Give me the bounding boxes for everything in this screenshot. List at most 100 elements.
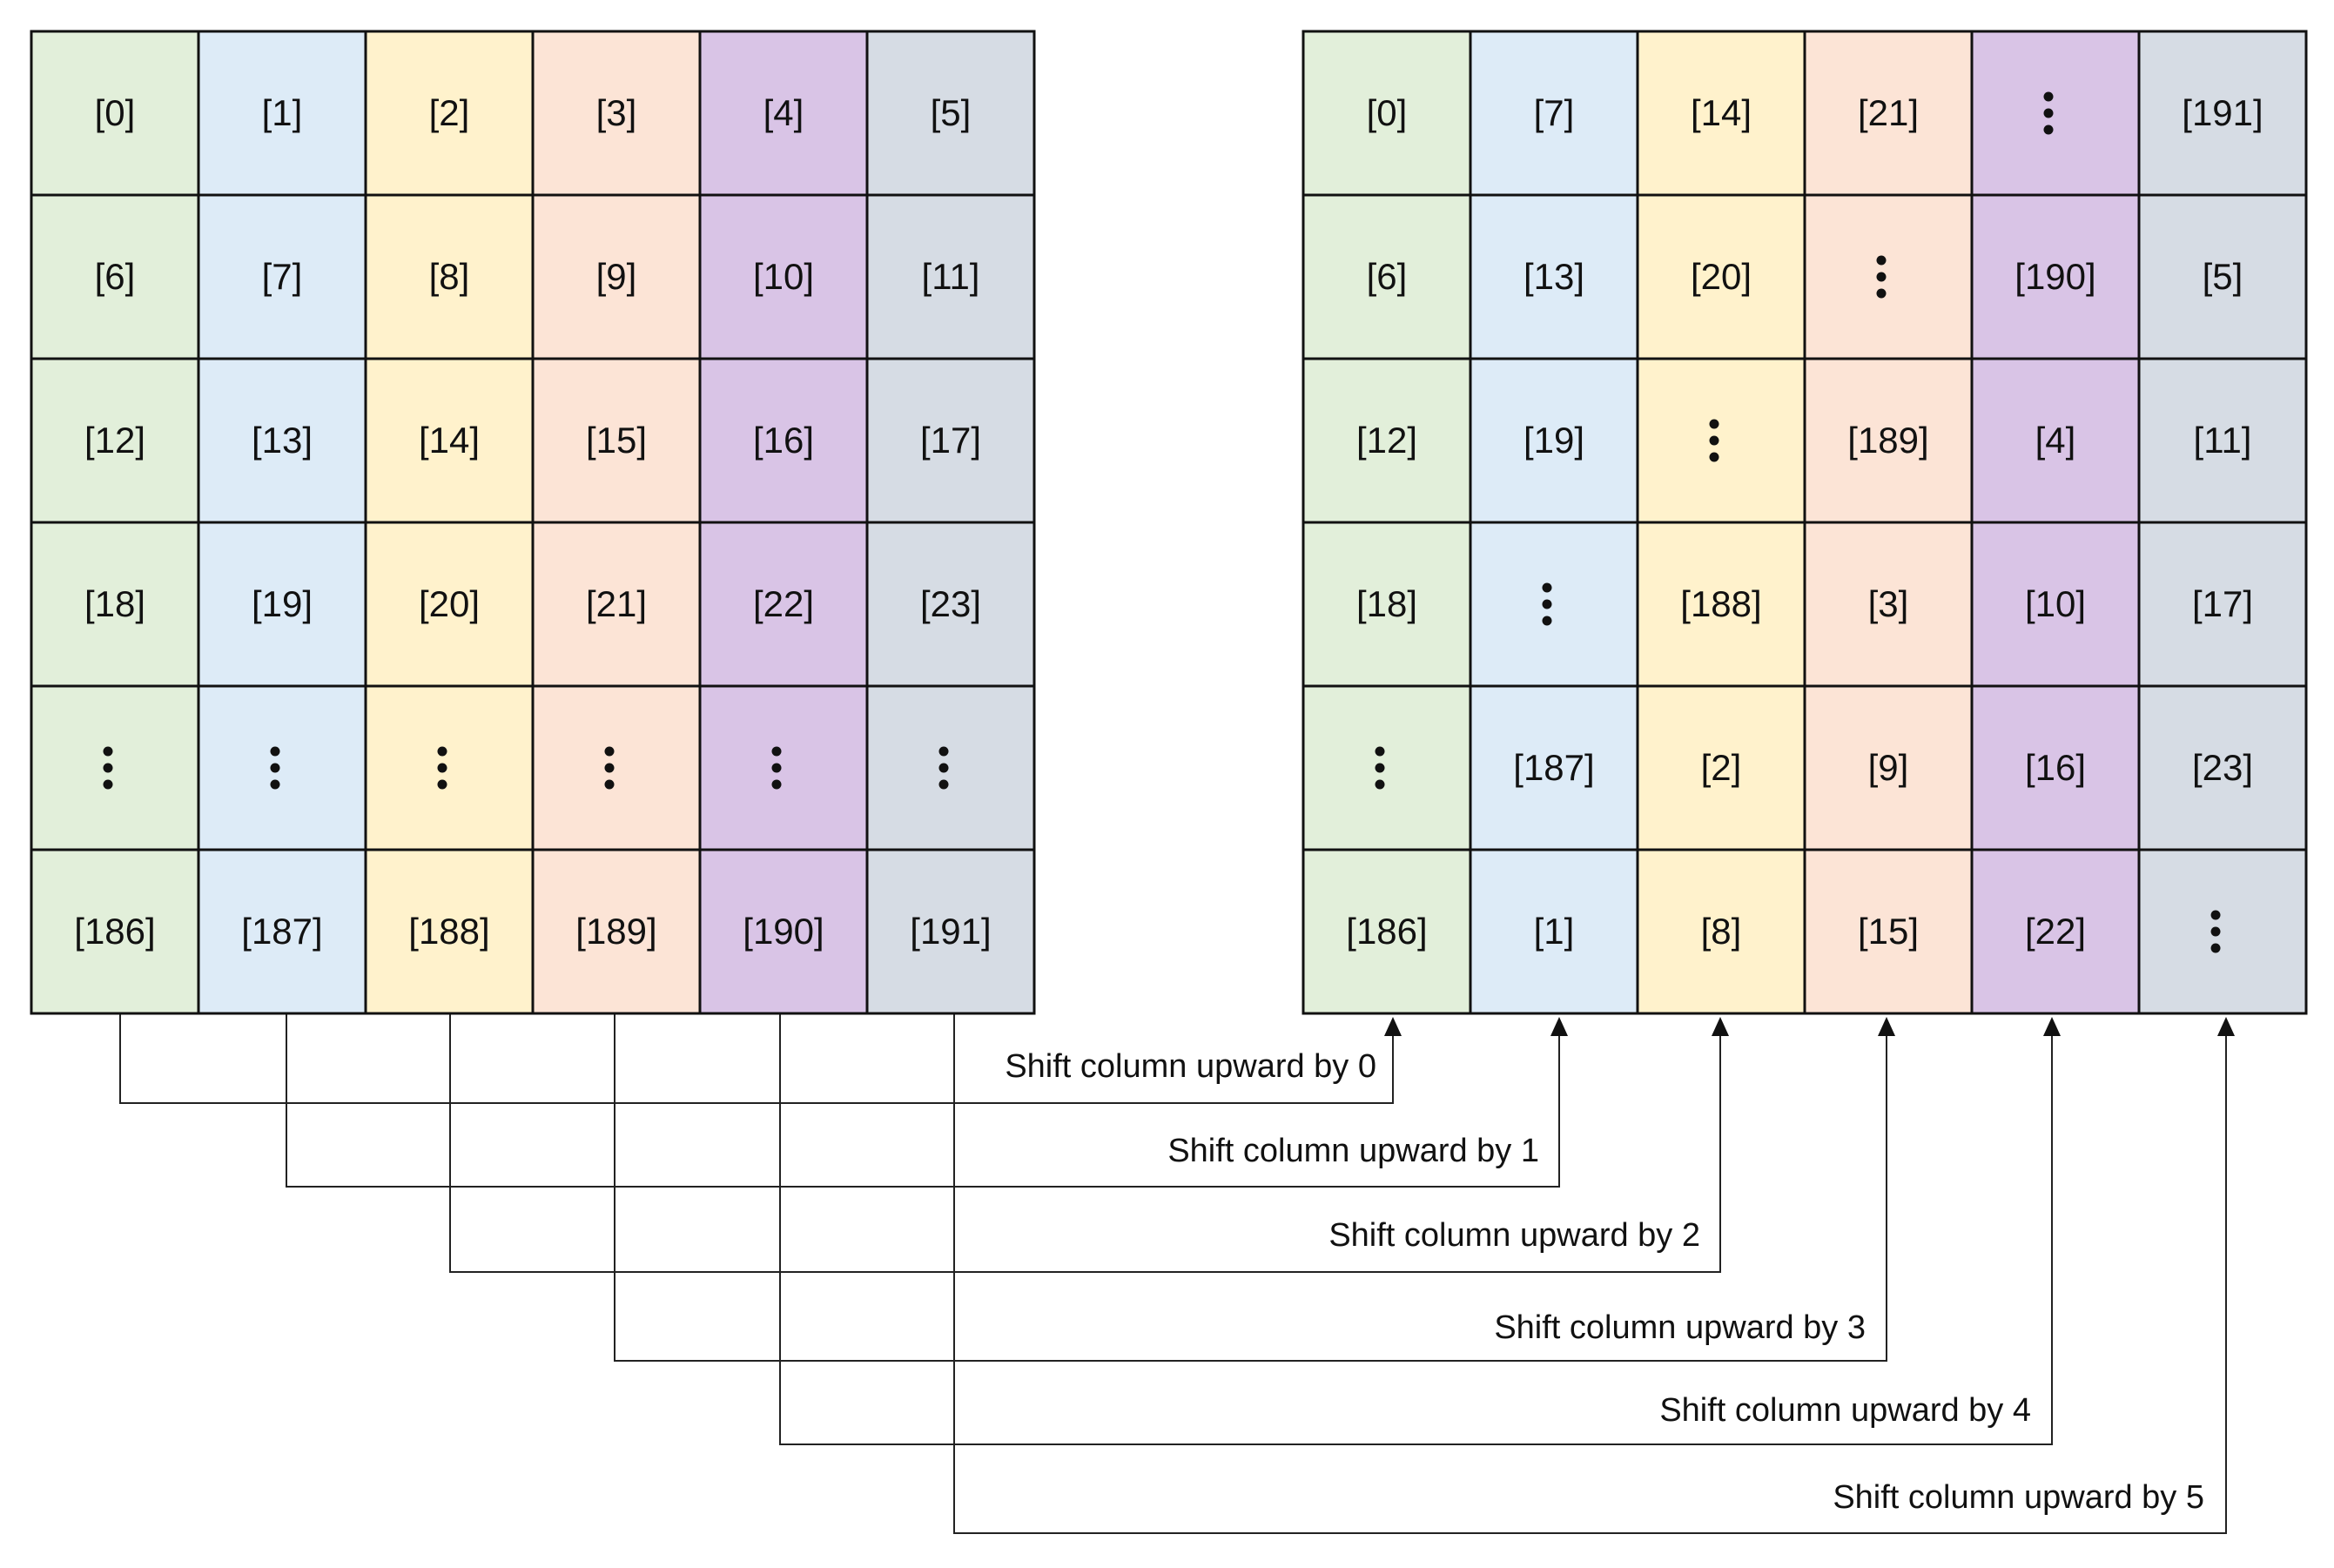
right-grid-cell-label: [18]	[1356, 583, 1417, 624]
left-grid-cell-r5-c5: [191]	[865, 848, 1036, 1015]
right-grid-cell-r0-c0: [0]	[1302, 30, 1472, 197]
right-grid-cell-r2-c2	[1636, 357, 1806, 524]
shift-label-5: Shift column upward by 5	[1833, 1479, 2204, 1516]
right-grid-cell-r5-c2: [8]	[1636, 848, 1806, 1015]
left-grid-cell-label: [13]	[252, 420, 313, 461]
left-grid-cell-r1-c3: [9]	[531, 193, 702, 360]
vertical-ellipsis-icon	[1709, 419, 1719, 462]
right-grid-cell-r5-c4: [22]	[1970, 848, 2141, 1015]
left-grid-cell-label: [186]	[74, 911, 155, 952]
right-grid-cell-r4-c1: [187]	[1469, 684, 1639, 851]
left-grid-cell-label: [2]	[429, 92, 470, 133]
left-grid-cell-background	[531, 30, 702, 197]
vertical-ellipsis-icon	[103, 746, 113, 790]
left-grid-cell-r0-c1: [1]	[197, 30, 367, 197]
left-grid-cell-r1-c2: [8]	[364, 193, 535, 360]
left-grid-cell-label: [22]	[753, 583, 814, 624]
right-grid-cell-label: [189]	[1847, 420, 1928, 461]
right-grid-cell-label: [187]	[1513, 747, 1594, 788]
right-grid-cell-label: [12]	[1356, 420, 1417, 461]
left-grid-cell-r3-c4: [22]	[698, 521, 869, 688]
right-grid-cell-r5-c1: [1]	[1469, 848, 1639, 1015]
right-grid-cell-r0-c2: [14]	[1636, 30, 1806, 197]
left-grid-cell-label: [1]	[262, 92, 303, 133]
right-grid-cell-label: [20]	[1691, 256, 1752, 297]
right-grid-cell-background	[1970, 521, 2141, 688]
shift-label-2: Shift column upward by 2	[1328, 1217, 1700, 1254]
connector-line	[449, 1013, 1721, 1273]
right-grid-cell-background	[1469, 357, 1639, 524]
right-grid-cell-label: [21]	[1858, 92, 1919, 133]
left-grid-cell-background	[30, 684, 200, 851]
shift-connector-5	[953, 1013, 2235, 1534]
left-grid-cell-background	[197, 357, 367, 524]
left-grid-cell-label: [23]	[920, 583, 981, 624]
left-grid-cell-background	[30, 357, 200, 524]
left-grid-cell-background	[30, 848, 200, 1015]
left-grid-cell-background	[865, 30, 1036, 197]
left-grid-cell-label: [6]	[95, 256, 136, 297]
shift-label-3: Shift column upward by 3	[1494, 1309, 1866, 1346]
right-grid-cell-label: [0]	[1367, 92, 1408, 133]
left-grid-cell-background	[364, 684, 535, 851]
left-grid-cell-label: [191]	[910, 911, 991, 952]
left-grid-cell-label: [7]	[262, 256, 303, 297]
vertical-ellipsis-icon	[771, 746, 782, 790]
right-grid-cell-r1-c4: [190]	[1970, 193, 2141, 360]
right-grid-cell-background	[1302, 848, 1472, 1015]
right-grid-cell-label: [188]	[1680, 583, 1761, 624]
right-grid-cell-r4-c5: [23]	[2137, 684, 2308, 851]
right-grid-cell-label: [22]	[2025, 911, 2086, 952]
left-grid-cell-r3-c1: [19]	[197, 521, 367, 688]
left-grid-cell-r2-c4: [16]	[698, 357, 869, 524]
right-grid-cell-background	[1970, 848, 2141, 1015]
right-grid-cell-background	[1970, 193, 2141, 360]
vertical-ellipsis-icon	[2043, 91, 2054, 135]
right-grid-cell-label: [14]	[1691, 92, 1752, 133]
left-grid-cell-r4-c0	[30, 684, 200, 851]
right-grid-cell-r0-c4	[1970, 30, 2141, 197]
left-grid-cell-r5-c3: [189]	[531, 848, 702, 1015]
left-grid-cell-label: [11]	[922, 256, 980, 297]
right-grid-cell-label: [186]	[1346, 911, 1427, 952]
left-grid-cell-r1-c1: [7]	[197, 193, 367, 360]
left-grid-cell-r1-c0: [6]	[30, 193, 200, 360]
right-grid-cell-background	[1469, 684, 1639, 851]
right-grid-cell-label: [8]	[1701, 911, 1742, 952]
right-grid-cell-r2-c1: [19]	[1469, 357, 1639, 524]
left-grid-cell-background	[364, 848, 535, 1015]
left-grid-cell-background	[197, 30, 367, 197]
shift-connectors	[119, 1013, 2235, 1534]
arrowhead-icon	[2043, 1017, 2061, 1036]
left-grid-cell-r0-c3: [3]	[531, 30, 702, 197]
right-grid-cell-r4-c2: [2]	[1636, 684, 1806, 851]
right-grid-cell-background	[1469, 521, 1639, 688]
right-grid-cell-r5-c5	[2137, 848, 2308, 1015]
left-grid-cell-r2-c2: [14]	[364, 357, 535, 524]
left-grid-cell-background	[531, 357, 702, 524]
right-grid-cell-label: [16]	[2025, 747, 2086, 788]
left-grid-cell-label: [12]	[84, 420, 145, 461]
right-grid-cell-background	[1636, 848, 1806, 1015]
right-grid-cell-r3-c2: [188]	[1636, 521, 1806, 688]
right-grid-cell-r2-c3: [189]	[1803, 357, 1974, 524]
right-grid-cell-r4-c4: [16]	[1970, 684, 2141, 851]
right-grid-cell-background	[1970, 357, 2141, 524]
left-grid-cell-label: [187]	[241, 911, 322, 952]
right-grid-cell-r3-c3: [3]	[1803, 521, 1974, 688]
right-grid-cell-label: [19]	[1523, 420, 1584, 461]
connector-line	[614, 1013, 1887, 1362]
left-grid-cell-background	[865, 684, 1036, 851]
left-grid-cell-r4-c1	[197, 684, 367, 851]
right-grid-cell-r0-c5: [191]	[2137, 30, 2308, 197]
right-grid-cell-background	[2137, 193, 2308, 360]
right-grid-cell-r1-c2: [20]	[1636, 193, 1806, 360]
connector-line	[953, 1013, 2227, 1534]
right-grid-cell-label: [4]	[2035, 420, 2076, 461]
left-grid-cell-label: [15]	[586, 420, 647, 461]
right-grid-cell-background	[1803, 684, 1974, 851]
left-grid-cell-r4-c5	[865, 684, 1036, 851]
right-grid-cell-label: [15]	[1858, 911, 1919, 952]
vertical-ellipsis-icon	[2210, 910, 2221, 953]
shift-connector-2	[449, 1013, 1729, 1273]
